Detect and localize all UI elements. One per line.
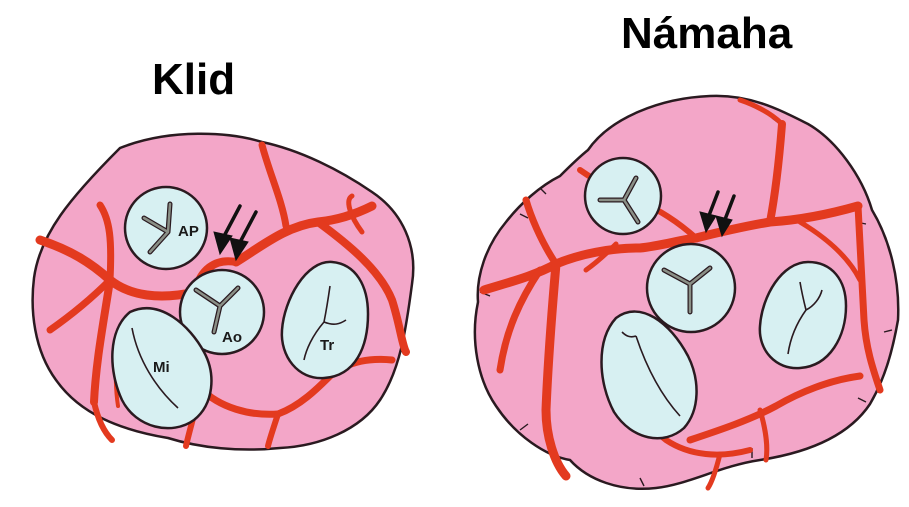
label-aortic-valve: Ao xyxy=(222,329,242,346)
label-pulmonary-valve: AP xyxy=(178,223,199,240)
label-mitral-valve: Mi xyxy=(153,359,170,376)
pulmonary-valve-rest: AP xyxy=(125,187,207,269)
heart-exercise xyxy=(475,96,898,489)
aortic-valve-exercise xyxy=(647,244,735,332)
heart-rest: AP Ao Mi Tr xyxy=(33,134,414,450)
label-tricuspid-valve: Tr xyxy=(320,337,334,354)
pulmonary-valve-exercise xyxy=(585,158,661,234)
